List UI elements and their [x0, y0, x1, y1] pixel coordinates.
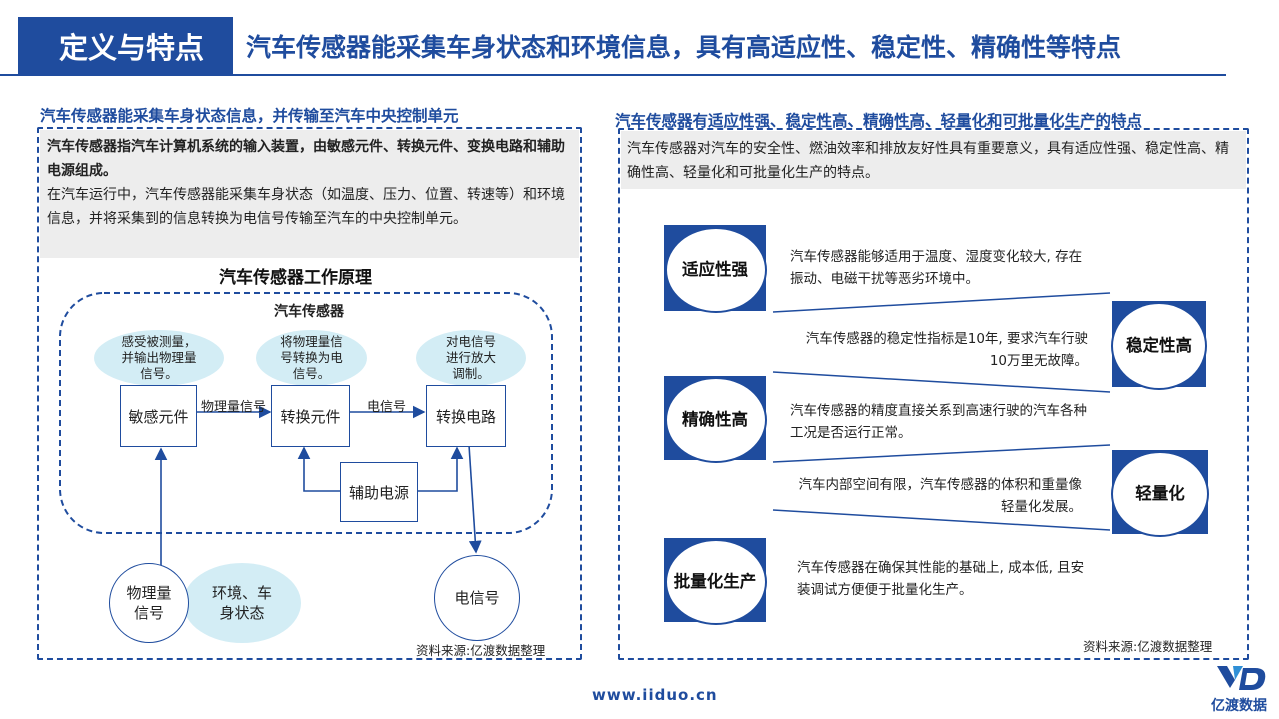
arrow-aux-to-circuit	[418, 446, 464, 492]
arrow-aux-to-conversion	[297, 446, 340, 492]
bubble-sensing-desc: 感受被测量，并输出物理量信号。	[94, 330, 224, 386]
feature-badge-precision: 精确性高	[664, 376, 767, 463]
output-circle-electrical-signal: 电信号	[434, 555, 520, 641]
left-section-title: 汽车传感器能采集车身状态信息，并传输至汽车中央控制单元	[40, 107, 459, 125]
brand-logo-text: 亿渡数据	[1211, 698, 1267, 714]
bubble-circuit-desc: 对电信号进行放大调制。	[416, 330, 526, 386]
feature-desc-adaptability: 汽车传感器能够适用于温度、湿度变化较大, 存在振动、电磁干扰等恶劣环境中。	[790, 249, 1083, 287]
left-source-note: 资料来源:亿渡数据整理	[416, 643, 546, 658]
diagram-title: 汽车传感器工作原理	[219, 268, 372, 288]
header-divider	[0, 74, 1226, 76]
left-intro-box	[40, 130, 579, 258]
left-intro-bold: 汽车传感器指汽车计算机系统的输入装置，由敏感元件、转换元件、变换电路和辅助电源组…	[47, 139, 565, 179]
feature-badge-adaptability: 适应性强	[664, 225, 767, 313]
left-panel	[37, 127, 582, 660]
feature-desc-mass-production: 汽车传感器在确保其性能的基础上, 成本低, 且安装调试方便便于批量化生产。	[797, 560, 1085, 598]
aux-power-box: 辅助电源	[340, 462, 418, 522]
right-panel	[618, 128, 1249, 660]
feature-desc-stability: 汽车传感器的稳定性指标是10年, 要求汽车行驶10万里无故障。	[805, 331, 1088, 369]
footer-website-link[interactable]: www.iiduo.cn	[592, 686, 718, 704]
sensor-group-label: 汽车传感器	[274, 304, 344, 320]
feature-desc-lightweight: 汽车内部空间有限，汽车传感器的体积和重量像轻量化发展。	[798, 477, 1083, 515]
right-source-note: 资料来源:亿渡数据整理	[1083, 639, 1213, 654]
right-intro-box	[621, 131, 1246, 189]
sensing-element-box: 敏感元件	[120, 385, 197, 447]
sensor-group-outline	[59, 292, 553, 534]
feature-desc-precision: 汽车传感器的精度直接关系到高速行驶的汽车各种工况是否运行正常。	[790, 403, 1087, 441]
feature-badge-stability: 稳定性高	[1111, 301, 1207, 390]
arrow-label-electrical-signal: 电信号	[367, 400, 407, 415]
page-title: 汽车传感器能采集车身状态和环境信息，具有高适应性、稳定性、精确性等特点	[246, 33, 1122, 62]
conversion-element-box: 转换元件	[271, 385, 350, 447]
section-tag: 定义与特点	[18, 17, 233, 75]
input-bubble-environment: 环境、车身状态	[183, 563, 301, 643]
right-intro-text: 汽车传感器对汽车的安全性、燃油效率和排放友好性具有重要意义，具有适应性强、稳定性…	[627, 141, 1229, 181]
left-intro-text: 在汽车运行中，汽车传感器能采集车身状态（如温度、压力、位置、转速等）和环境信息，…	[47, 187, 565, 227]
arrow-circuit-to-output	[468, 444, 482, 554]
conversion-circuit-box: 转换电路	[426, 385, 506, 447]
brand-logo-icon	[1217, 666, 1266, 690]
right-section-title: 汽车传感器有适应性强、稳定性高、精确性高、轻量化和可批量化生产的特点	[615, 112, 1143, 130]
arrow-label-physical-signal: 物理量信号	[201, 400, 267, 415]
feature-badge-mass-production: 批量化生产	[664, 538, 767, 625]
feature-badge-lightweight: 轻量化	[1111, 450, 1209, 537]
input-circle-physical-signal: 物理量信号	[109, 563, 189, 643]
bubble-conversion-desc: 将物理量信号转换为电信号。	[256, 330, 367, 386]
